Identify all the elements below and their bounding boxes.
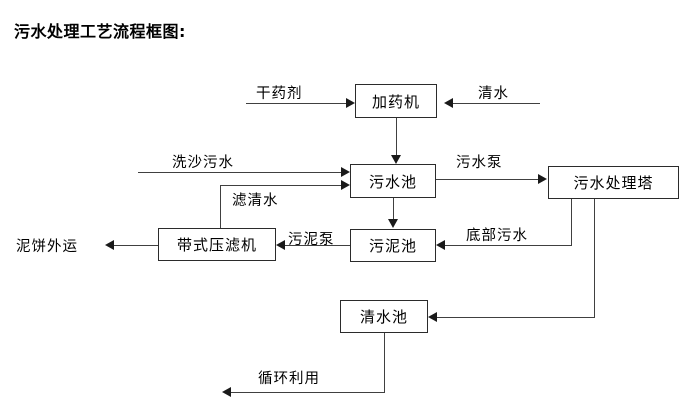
terminal-label-recycle-use: 循环利用	[258, 371, 320, 387]
node-clear-water-pool[interactable]: 清水池	[340, 300, 428, 333]
edge-tower-to-clear-water-pool	[437, 317, 595, 318]
page-title: 污水处理工艺流程框图:	[14, 22, 186, 41]
edge-filtered-water-riser	[220, 185, 221, 229]
node-dosing-machine[interactable]: 加药机	[355, 84, 437, 118]
edge-tower-to-clear-water-riser	[594, 199, 595, 317]
arrowhead-sand-wash-to-sewage-pool	[341, 167, 350, 177]
arrowhead-bottom-sewage-to-sludge-pool	[436, 240, 445, 250]
terminal-label-clean-water-in: 清水	[478, 86, 509, 102]
edge-press-to-mud-cake	[114, 245, 159, 246]
edge-sewage-pool-to-sludge-pool	[393, 198, 394, 220]
node-sewage-pool[interactable]: 污水池	[350, 164, 436, 198]
edge-label-filtered-water: 滤清水	[232, 193, 279, 209]
edge-sludge-pool-to-press	[285, 245, 350, 246]
edge-bottom-sewage-to-sludge-pool	[445, 245, 572, 246]
edge-label-bottom-sewage: 底部污水	[466, 228, 528, 244]
arrowhead-clear-water-to-recycle	[222, 387, 231, 397]
edge-dosing-to-sewage-pool	[396, 118, 397, 156]
edge-filtered-water-to-sewage-pool	[220, 185, 343, 186]
terminal-label-sand-wash-sewage: 洗沙污水	[172, 155, 234, 171]
arrowhead-press-to-mud-cake	[105, 240, 114, 250]
arrowhead-sewage-pool-to-tower	[538, 174, 547, 184]
arrowhead-tower-to-clear-water-pool	[428, 312, 437, 322]
edge-clean-water-to-dosing	[453, 103, 540, 104]
terminal-label-mud-cake-out: 泥饼外运	[16, 239, 78, 255]
arrowhead-sludge-pool-to-press	[276, 240, 285, 250]
arrowhead-filtered-water-to-sewage-pool	[341, 180, 350, 190]
edge-clear-water-to-recycle-riser	[384, 333, 385, 392]
arrowhead-dosing-to-sewage-pool	[391, 155, 401, 164]
arrowhead-sewage-pool-to-sludge-pool	[388, 219, 398, 228]
node-sludge-pool[interactable]: 污泥池	[350, 229, 436, 262]
arrowhead-clean-water-to-dosing	[444, 98, 453, 108]
arrowhead-dry-reagent-to-dosing	[346, 98, 355, 108]
edge-sewage-pool-to-tower	[436, 179, 540, 180]
edge-clear-water-to-recycle	[231, 392, 385, 393]
terminal-label-dry-reagent: 干药剂	[256, 86, 303, 102]
edge-label-sewage-pump: 污水泵	[456, 155, 503, 171]
node-treatment-tower[interactable]: 污水处理塔	[548, 166, 679, 199]
node-belt-filter-press[interactable]: 带式压滤机	[158, 228, 276, 261]
edge-dry-reagent-to-dosing	[246, 103, 348, 104]
edge-label-sludge-pump: 污泥泵	[288, 232, 335, 248]
edge-bottom-sewage-riser	[571, 199, 572, 245]
edge-sand-wash-to-sewage-pool	[138, 172, 343, 173]
